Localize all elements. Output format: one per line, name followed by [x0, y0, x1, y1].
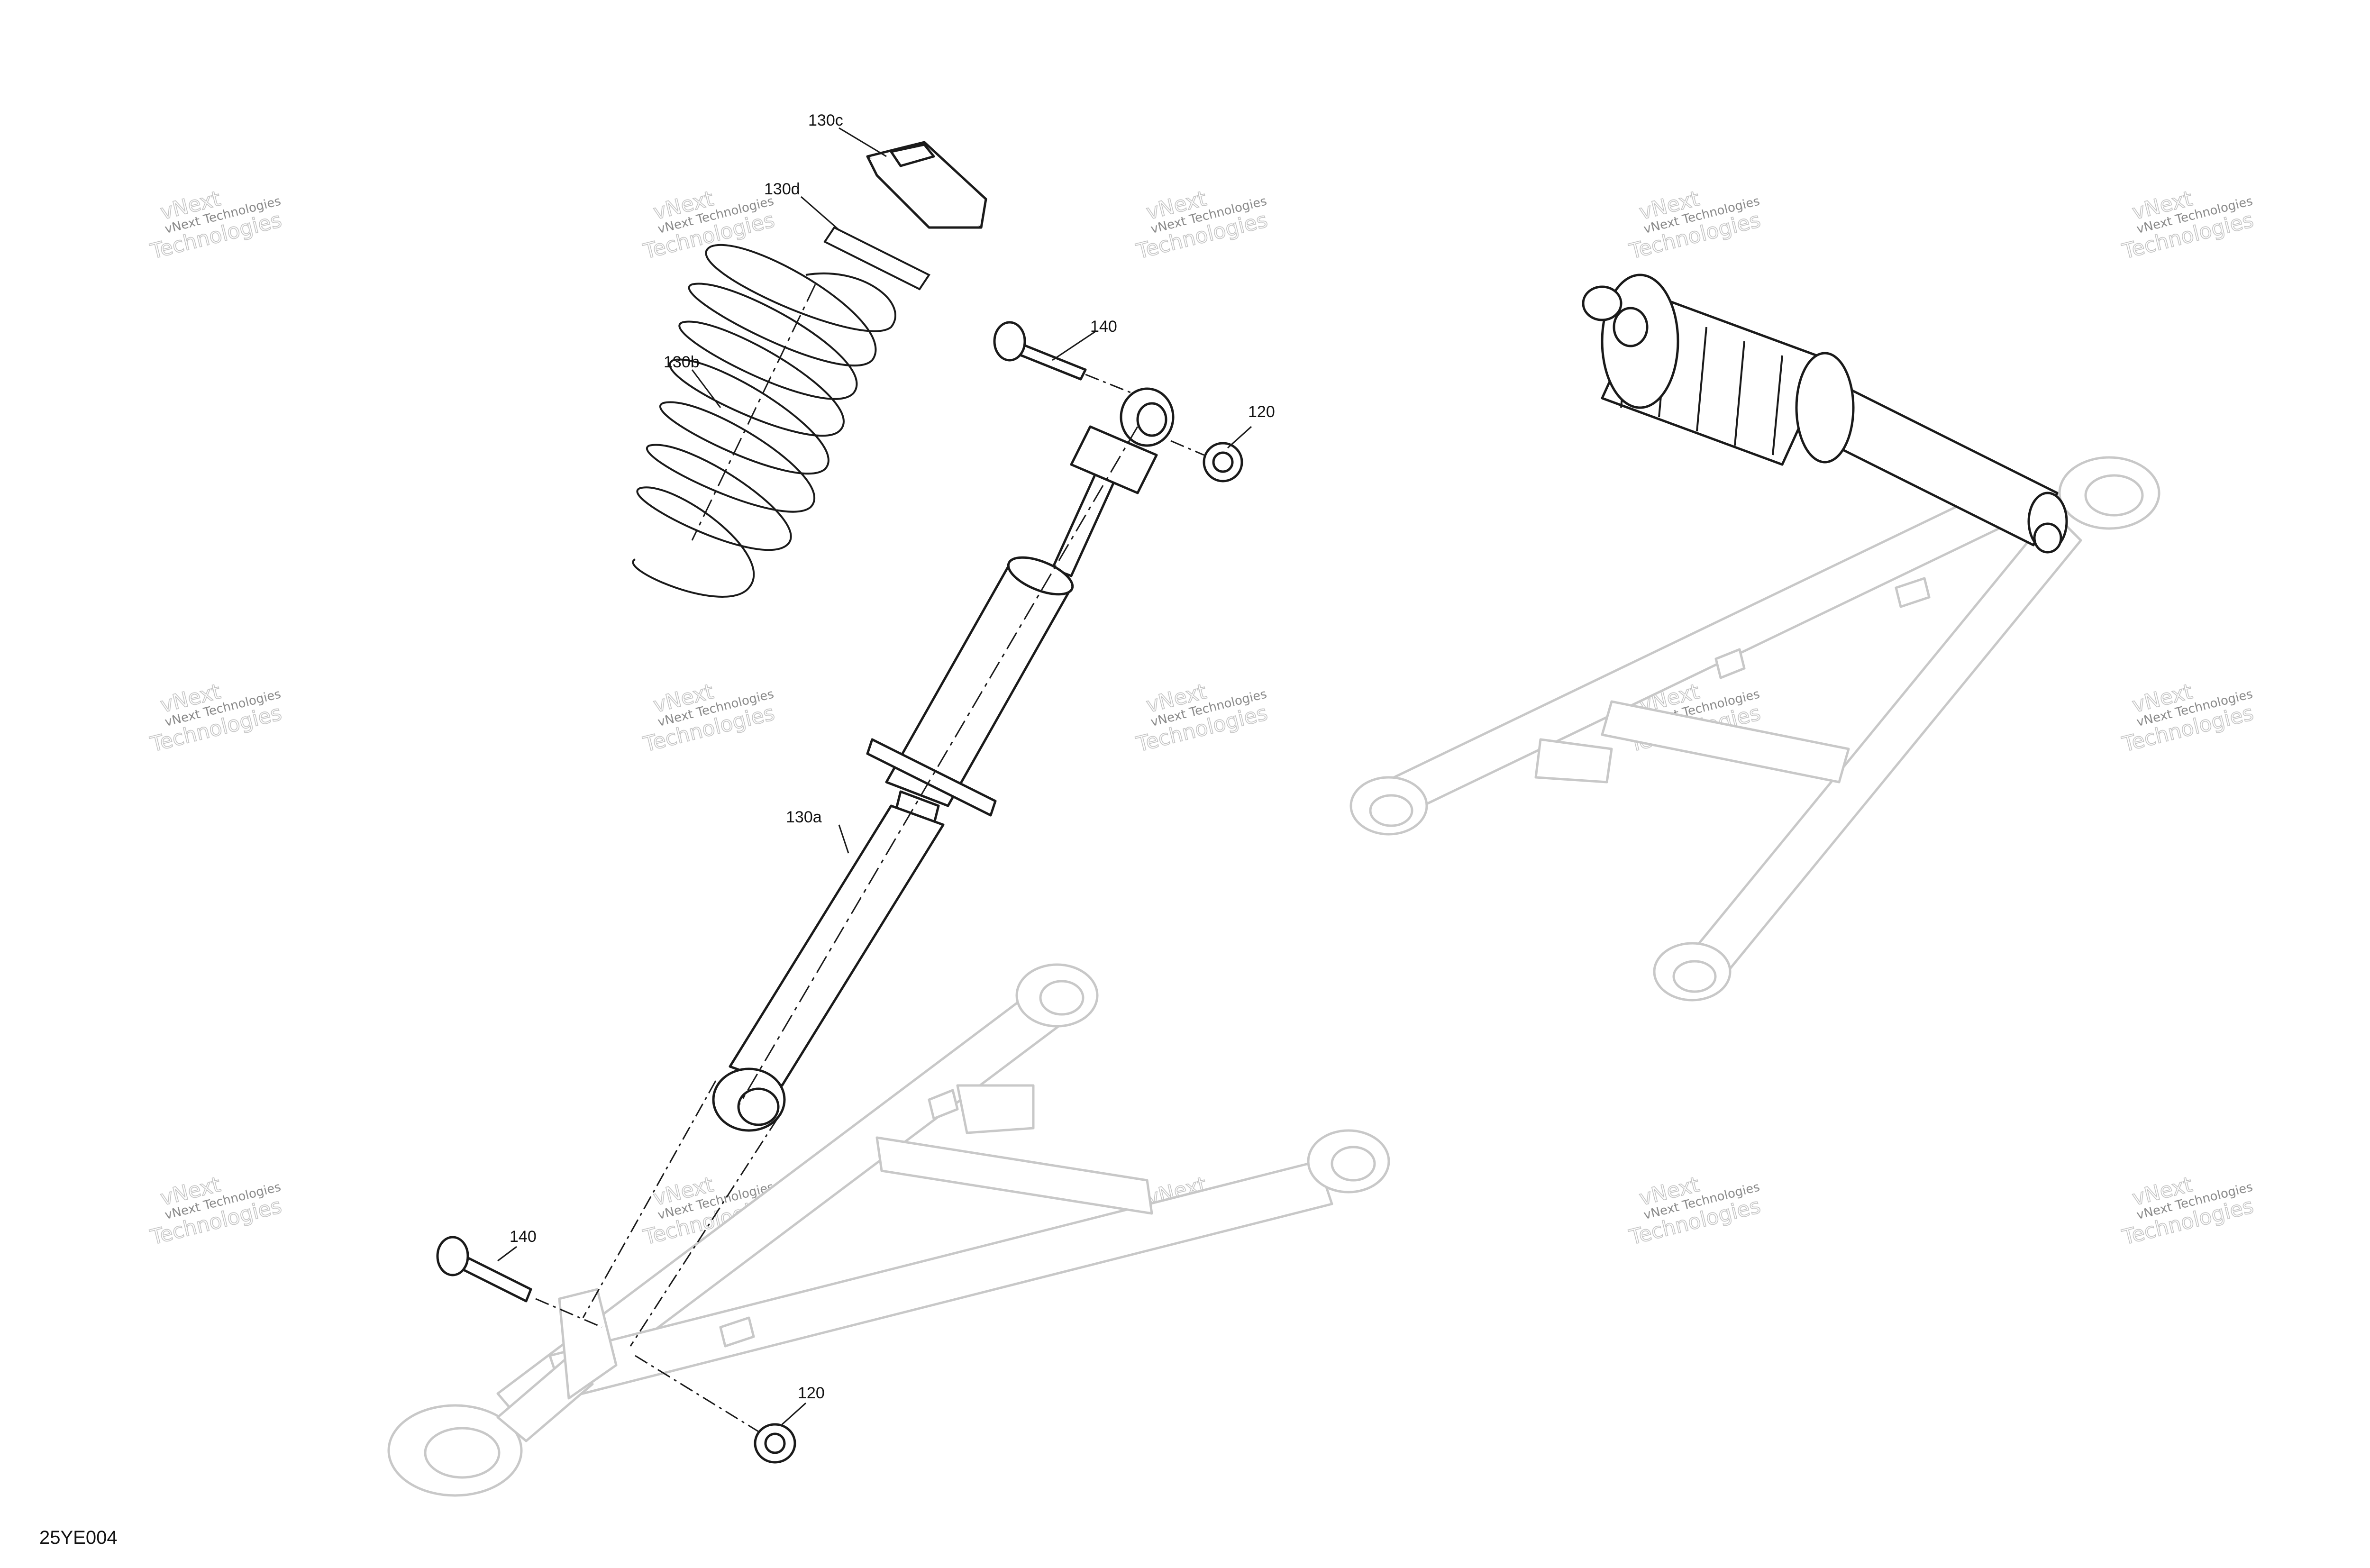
callout-140-lower: 140: [510, 1228, 537, 1246]
callout-130b: 130b: [664, 353, 700, 371]
spring-seat-130d: [823, 226, 930, 291]
callout-130d: 130d: [764, 180, 800, 198]
watermark: vNext vNext Technologies Technologies: [1133, 679, 1270, 757]
callout-120-upper: 120: [1248, 403, 1275, 421]
upper-bolt-140: [993, 321, 1133, 394]
watermark: vNext vNext Technologies Technologies: [2119, 186, 2256, 264]
lower-a-arm-right-ghost: [1349, 456, 2160, 1002]
watermark: vNext vNext Technologies Technologies: [2119, 679, 2256, 757]
spring-cap-130c: [866, 141, 987, 229]
watermark: vNext vNext Technologies Technologies: [1626, 186, 1763, 264]
watermark: vNext vNext Technologies Technologies: [147, 186, 284, 264]
watermark: vNext vNext Technologies Technologies: [1626, 1172, 1763, 1250]
lower-nut-120: [635, 1355, 796, 1464]
callout-130c: 130c: [808, 111, 843, 129]
watermark: vNext vNext Technologies Technologies: [147, 1172, 284, 1250]
watermark: vNext vNext Technologies Technologies: [2119, 1172, 2256, 1250]
callout-120-lower: 120: [798, 1384, 825, 1402]
diagram-code: 25YE004: [39, 1527, 118, 1548]
watermark: vNext vNext Technologies Technologies: [640, 679, 777, 757]
lower-a-arm-left-ghost: [387, 963, 1390, 1497]
shock-body-130a: [712, 387, 1175, 1132]
watermark: vNext vNext Technologies Technologies: [147, 679, 284, 757]
coil-spring-130b: [632, 244, 896, 598]
lower-bolt-140: [436, 1236, 602, 1328]
lower-mount-centerlines: [582, 1080, 778, 1347]
callout-labels: 130c 130d 130b 130a 140 120 140 120: [510, 111, 1275, 1402]
assembled-shock-absorber: [1582, 273, 2068, 554]
callout-130a: 130a: [786, 808, 822, 826]
upper-nut-120: [1170, 440, 1243, 483]
leader-lines: [497, 127, 1252, 1425]
watermark: vNext vNext Technologies Technologies: [1133, 186, 1270, 264]
callout-140-upper: 140: [1090, 318, 1117, 336]
